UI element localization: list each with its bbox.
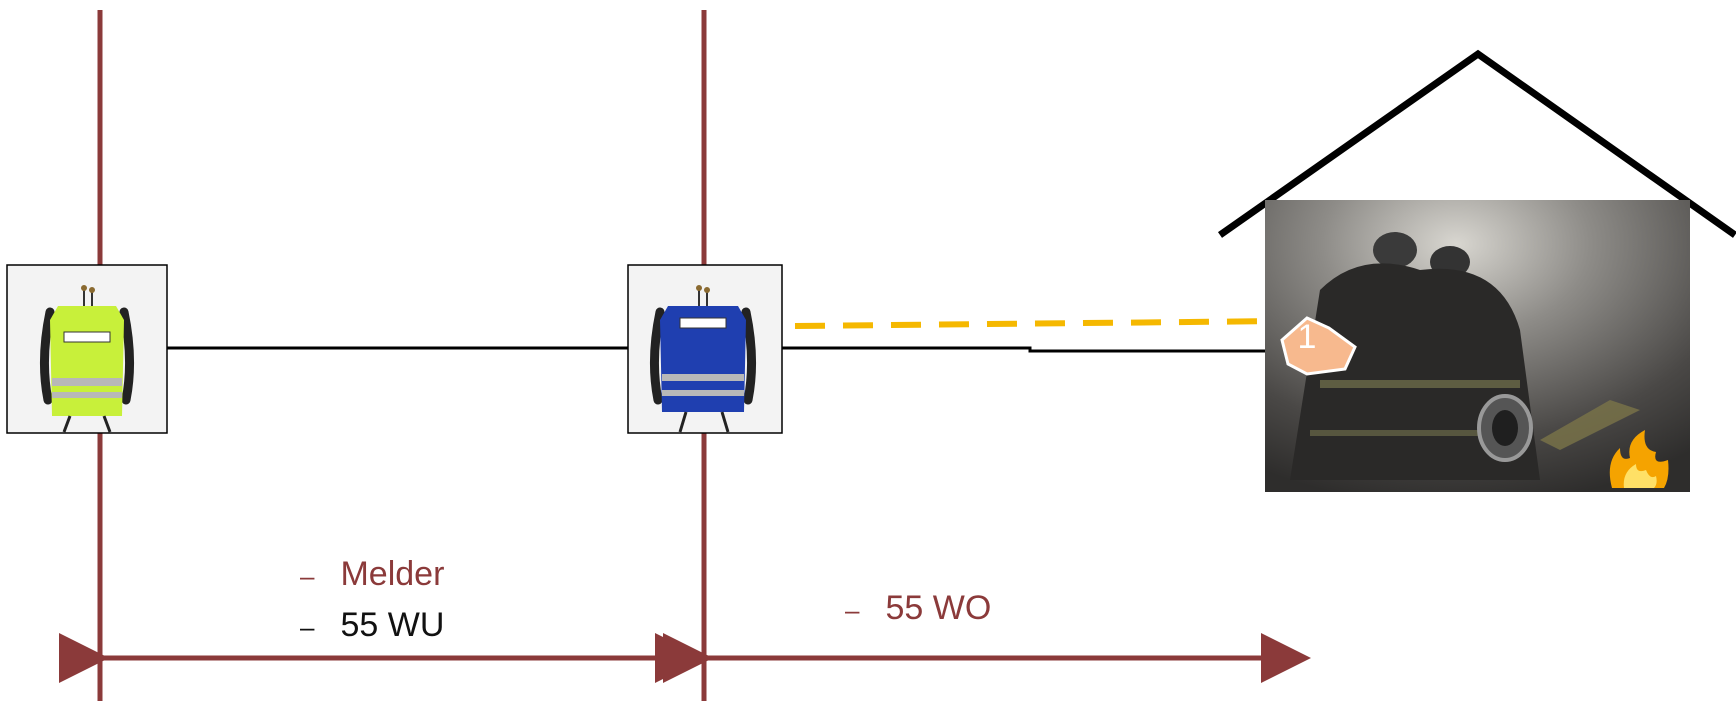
bullet-dash: – [845, 595, 860, 626]
label-text: 55 WO [885, 589, 992, 627]
label-55-wo: –55 WO [845, 591, 991, 625]
yellow-vest-icon [6, 264, 168, 434]
radio-link-dashed [794, 318, 1286, 329]
label-text: 55 WU [340, 606, 445, 644]
marker-number: 1 [1297, 318, 1317, 356]
label-melder: –Melder [300, 557, 444, 591]
number-marker [1280, 316, 1357, 376]
smoke-photo [1265, 200, 1690, 492]
blue-vest-icon [627, 264, 783, 434]
hose-line-right [782, 346, 1280, 353]
label-55-wu: –55 WU [300, 608, 444, 642]
bullet-dash: – [300, 561, 315, 592]
house-roof-icon [1217, 49, 1736, 238]
label-text: Melder [340, 555, 445, 593]
fire-icon [1609, 430, 1669, 488]
bullet-dash: – [300, 612, 315, 643]
